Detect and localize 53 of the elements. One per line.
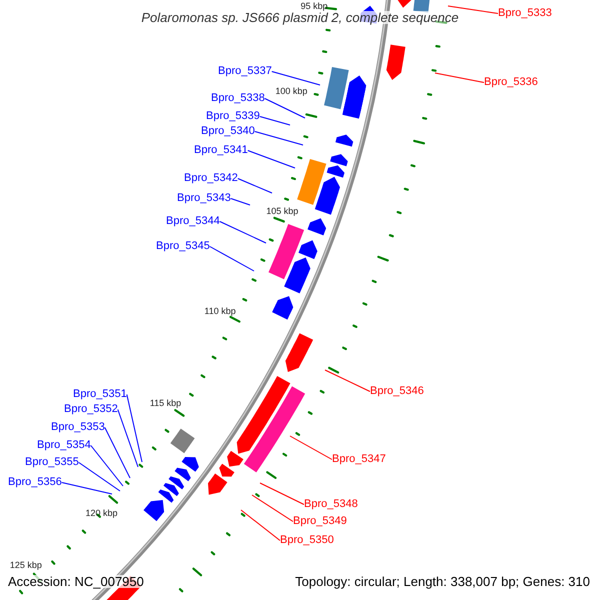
gene-label: Bpro_5355	[25, 456, 79, 469]
tick-label: 100 kbp	[275, 85, 308, 98]
leader-line	[104, 427, 130, 478]
gene-label: Bpro_5349	[293, 515, 347, 528]
leader-line	[290, 436, 332, 460]
leader-line	[209, 246, 254, 272]
leader-line	[254, 131, 304, 146]
gene-label: Bpro_5341	[194, 144, 248, 157]
gene-label: Bpro_5346	[370, 385, 424, 398]
leader-line	[230, 198, 250, 206]
leader-line	[448, 6, 498, 14]
leader-line	[237, 178, 272, 194]
leader-line	[252, 494, 294, 522]
gene-label: Bpro_5356	[8, 476, 62, 489]
gene-label: Bpro_5336	[484, 76, 538, 89]
gene-label: Bpro_5345	[156, 240, 210, 253]
tick-label: 110 kbp	[204, 305, 236, 318]
gene-label: Bpro_5339	[206, 110, 260, 123]
gene-label: Bpro_5344	[166, 215, 220, 228]
gene-label: Bpro_5343	[177, 192, 231, 205]
gene-label: Bpro_5353	[51, 421, 105, 434]
leader-line	[61, 482, 112, 494]
tick-label: 125 kbp	[10, 558, 42, 572]
accession-text: Accession: NC_007950	[8, 575, 144, 588]
leader-line	[271, 71, 320, 86]
leader-line	[219, 221, 266, 244]
leader-line	[434, 72, 484, 83]
leader-line	[240, 510, 280, 541]
gene-label: Bpro_5348	[304, 498, 358, 511]
leader-line	[78, 462, 120, 492]
leader-line	[324, 370, 370, 392]
gene-label: Bpro_5351	[73, 388, 127, 401]
gene-label: Bpro_5352	[64, 403, 118, 416]
leader-line	[247, 150, 296, 168]
tick-label: 115 kbp	[150, 397, 182, 410]
leader-line	[260, 482, 304, 505]
gene-label: Bpro_5337	[218, 65, 272, 78]
tick-label: 120 kbp	[85, 506, 118, 520]
gene-label: Bpro_5350	[280, 534, 334, 547]
leader-line	[264, 98, 306, 118]
gene-label: Bpro_5340	[201, 125, 255, 138]
gene-label: Bpro_5342	[184, 172, 238, 185]
gene-label: Bpro_5338	[211, 92, 265, 105]
tick-label: 105 kbp	[266, 205, 298, 218]
gene-label: Bpro_5354	[37, 439, 91, 452]
leader-line	[90, 445, 124, 486]
gene-label: Bpro_5347	[332, 453, 386, 466]
leader-line	[117, 409, 138, 468]
leader-line	[126, 394, 142, 462]
leader-line	[259, 116, 290, 126]
summary-text: Topology: circular; Length: 338,007 bp; Genes: 310	[295, 575, 590, 588]
tick-label: 95 kbp	[300, 0, 328, 12]
gene-label: Bpro_5333	[498, 7, 552, 20]
